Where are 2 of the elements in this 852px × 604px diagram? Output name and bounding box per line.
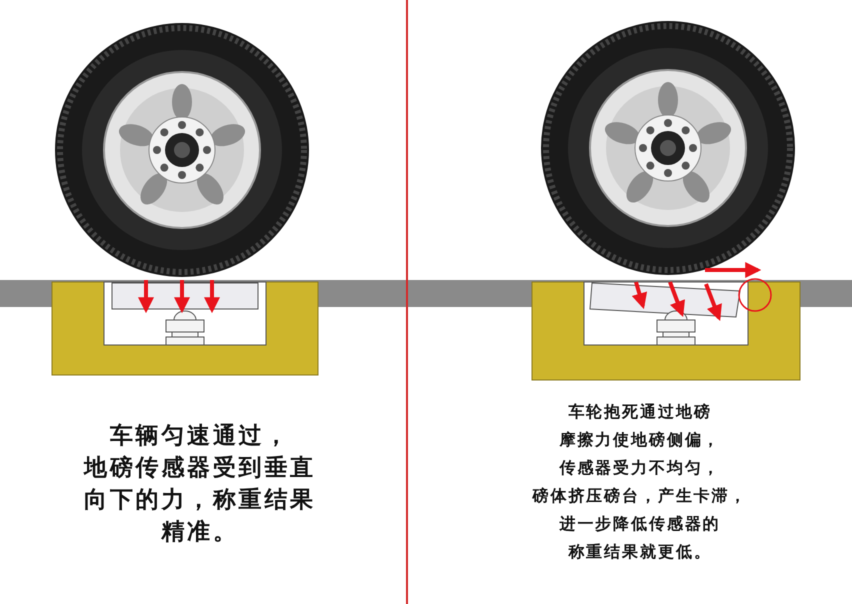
description-text: 车辆匀速通过，地磅传感器受到垂直向下的力，称重结果精准。 <box>82 422 317 547</box>
description-text: 车轮抱死通过地磅摩擦力使地磅侧偏，传感器受力不均匀，磅体挤压磅台，产生卡滞，进一步降低传感器的称重结果就更低。 <box>531 401 749 563</box>
